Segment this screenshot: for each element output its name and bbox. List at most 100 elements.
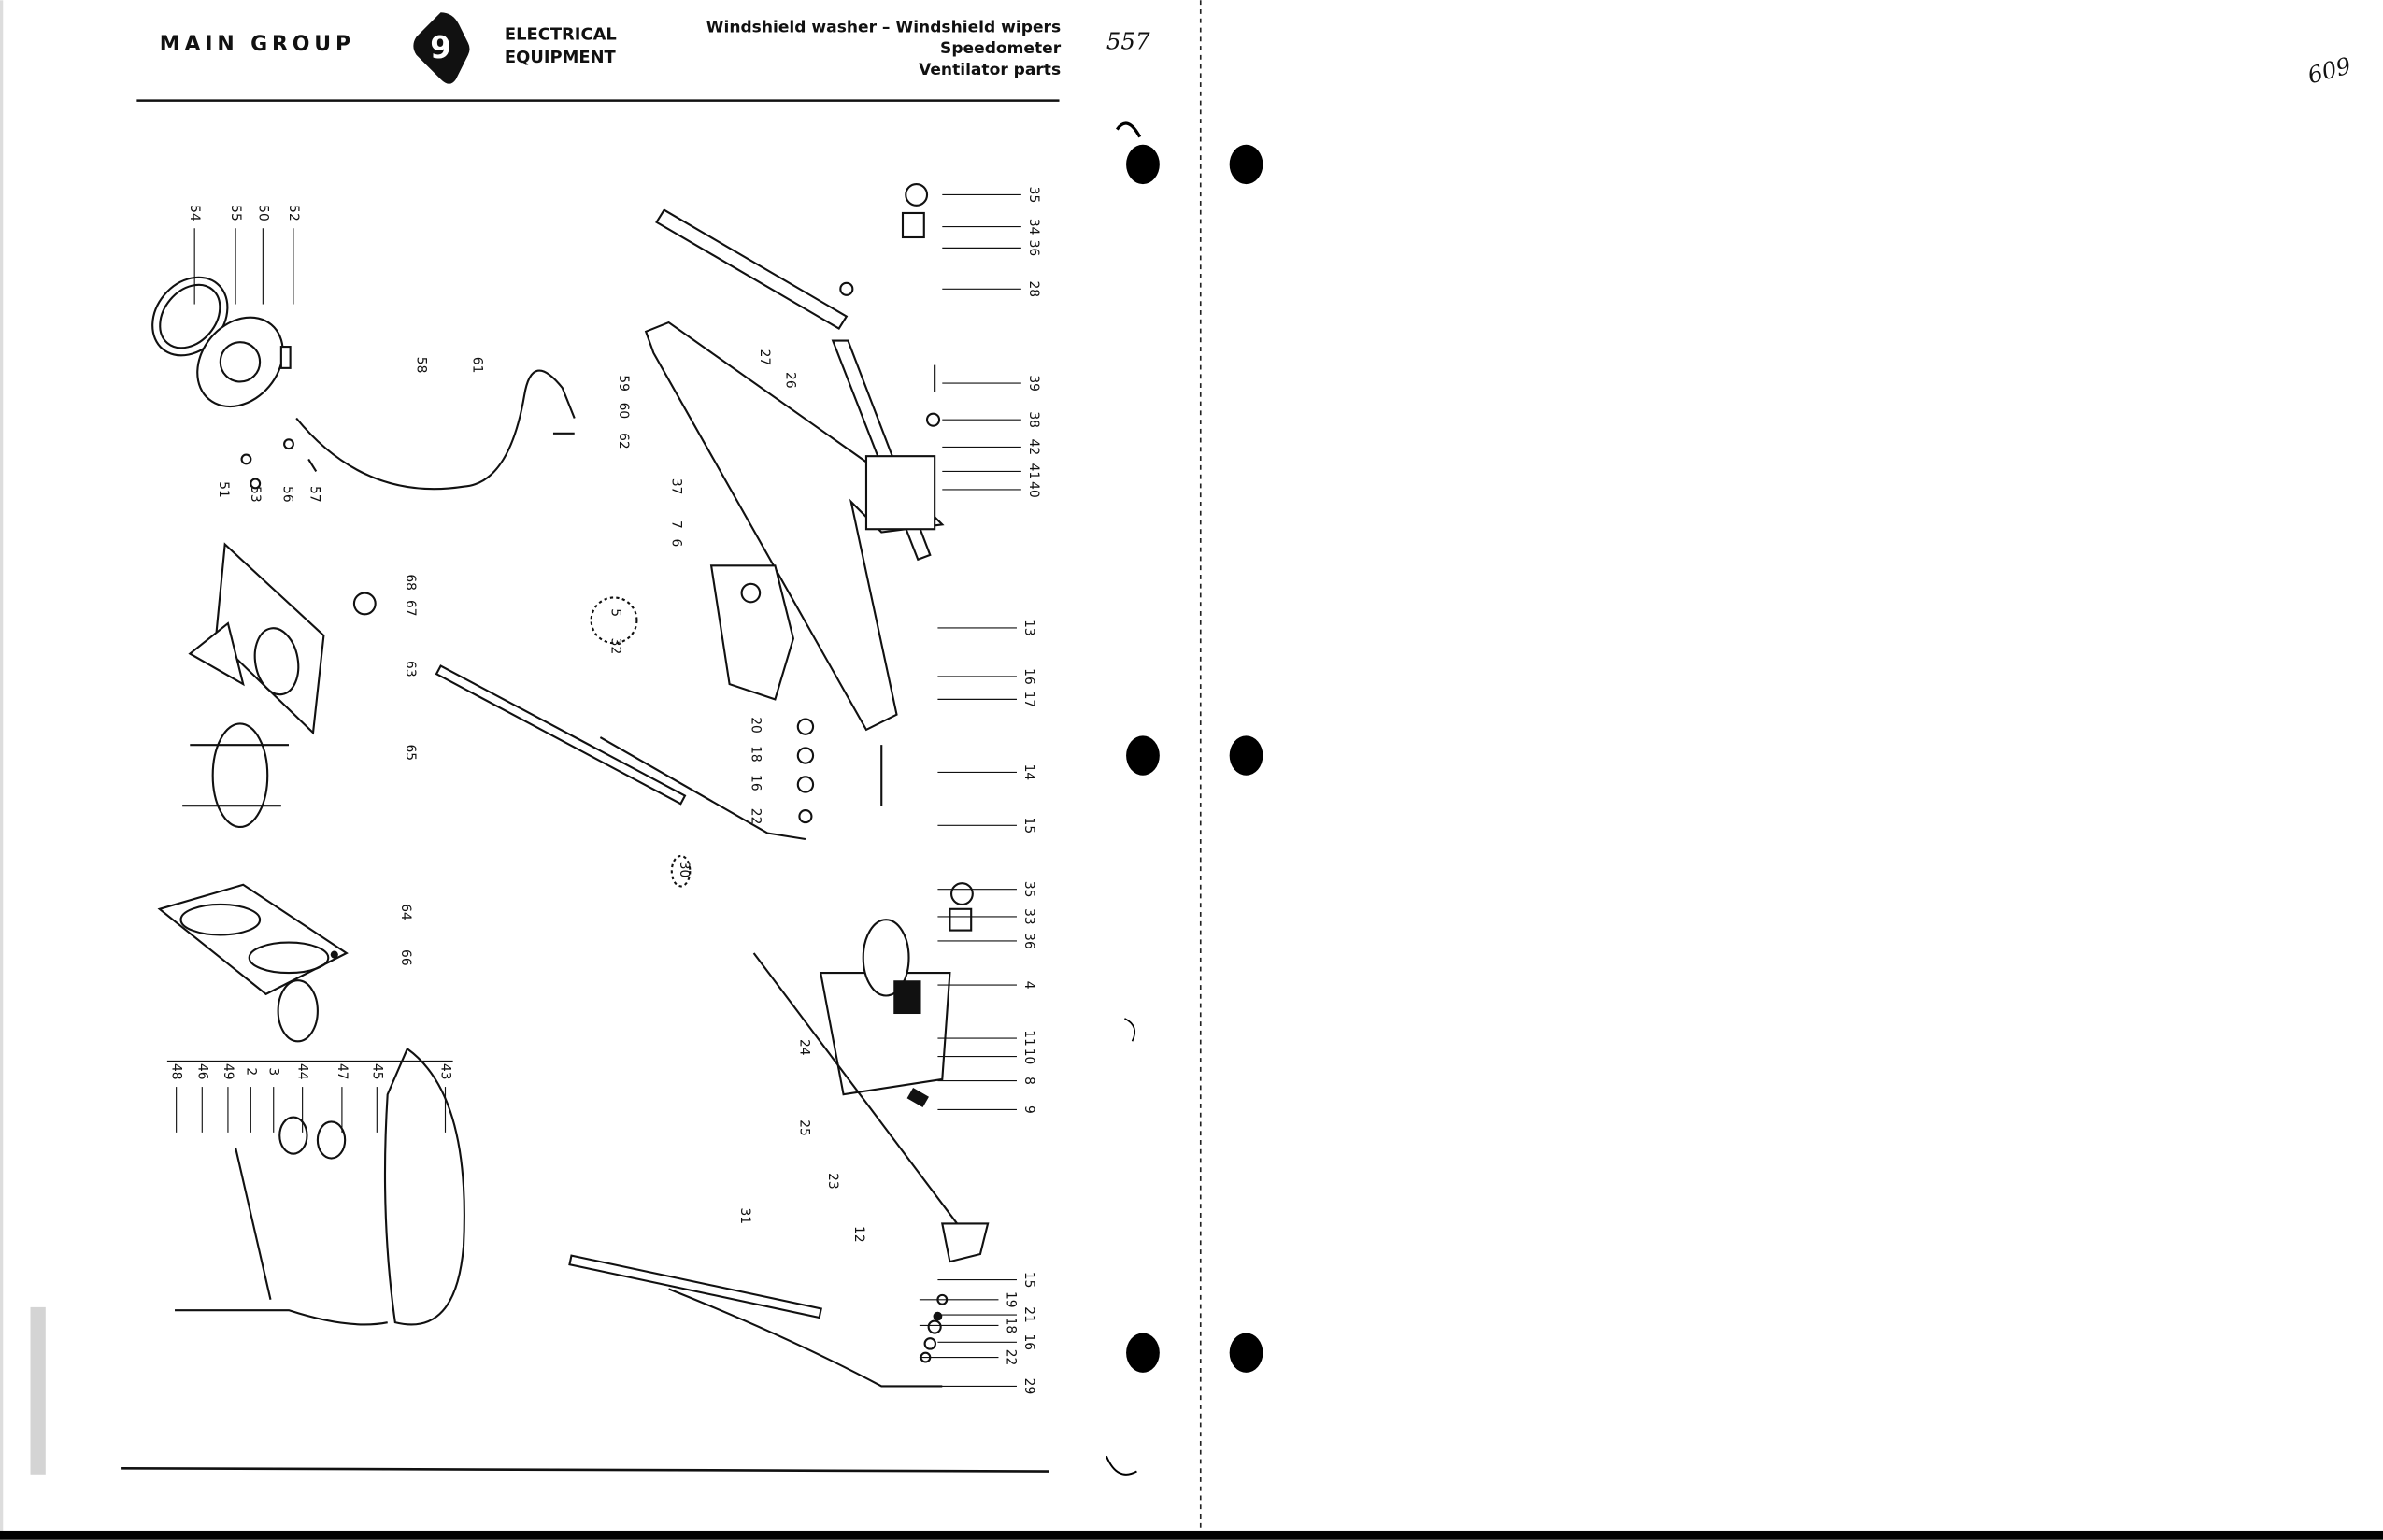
exploded-parts-diagram — [151, 183, 990, 1388]
callout-number: 52 — [286, 205, 301, 221]
wiper-blade-lower — [568, 1254, 822, 1319]
callout-number: 15 — [1021, 818, 1036, 834]
callout-number: 25 — [796, 1119, 811, 1136]
punch-hole — [1229, 144, 1263, 185]
punch-hole — [1126, 735, 1160, 776]
wiper-arm-upper — [599, 736, 806, 841]
punch-hole — [1229, 735, 1263, 776]
wiper-blade-upper — [435, 664, 687, 806]
callout-number: 47 — [335, 1063, 350, 1080]
callout-number: 55 — [228, 205, 243, 221]
callout-number: 18 — [748, 746, 763, 763]
callout-number: 13 — [1021, 620, 1036, 636]
callout-number: 67 — [403, 600, 418, 617]
callout-number: 16 — [1021, 1334, 1036, 1351]
wiper-rod — [752, 952, 962, 1229]
handwritten-page-number-left: 557 — [1106, 27, 1150, 54]
left-edge-noise — [0, 0, 46, 1540]
callout-number: 17 — [1021, 692, 1036, 708]
callout-number: 42 — [1026, 439, 1041, 456]
callout-number: 10 — [1021, 1048, 1036, 1065]
page-subtitle-line1: Windshield washer – Windshield wipers — [706, 18, 1061, 36]
ventilator-flap — [182, 722, 289, 829]
callout-number: 31 — [737, 1208, 752, 1225]
bottom-edge-bar — [0, 1530, 2383, 1540]
callout-number: 29 — [1021, 1378, 1036, 1395]
callout-number: 49 — [221, 1063, 235, 1080]
punch-holes — [1106, 121, 1263, 1476]
callout-number: 65 — [403, 745, 418, 762]
svg-text:9: 9 — [430, 30, 451, 65]
callout-number: 23 — [825, 1173, 840, 1190]
callout-number: 19 — [1003, 1291, 1018, 1308]
callout-number: 22 — [748, 808, 763, 825]
wiper-frame — [644, 208, 945, 732]
punch-hole — [1229, 1333, 1263, 1373]
callout-number: 63 — [403, 661, 418, 677]
headlight-frame — [157, 883, 349, 996]
callout-number: 37 — [669, 478, 684, 495]
callout-number: 22 — [1003, 1349, 1018, 1366]
callout-number: 30 — [677, 862, 692, 878]
callout-number: 64 — [398, 904, 413, 920]
callout-number: 14 — [1021, 764, 1036, 781]
callout-number: 7 — [669, 520, 684, 529]
callout-number: 41 — [1026, 463, 1041, 480]
callout-number: 8 — [1021, 1077, 1036, 1085]
callout-number: 40 — [1026, 481, 1041, 498]
callout-number: 61 — [470, 357, 485, 374]
callout-number: 56 — [279, 486, 294, 503]
callout-number: 27 — [757, 349, 772, 366]
callout-number: 50 — [255, 205, 270, 221]
washer-nozzle-stack — [796, 718, 883, 824]
callout-number: 32 — [608, 638, 623, 655]
callout-number: 36 — [1026, 240, 1041, 257]
windshield-washer-assembly — [166, 979, 465, 1326]
group-name-line1: ELECTRICAL — [505, 25, 617, 45]
callout-number: 46 — [194, 1063, 209, 1080]
callout-number: 38 — [1026, 411, 1041, 428]
callout-number: 54 — [187, 205, 202, 221]
callout-number: 57 — [307, 486, 322, 503]
group-number-badge: 9 — [413, 12, 470, 84]
wiper-motor-lower — [819, 919, 951, 1107]
punch-hole — [1126, 144, 1160, 185]
callout-number: 62 — [616, 433, 631, 449]
callout-number: 16 — [1021, 668, 1036, 685]
callout-number: 21 — [1021, 1306, 1036, 1323]
callout-number: 39 — [1026, 375, 1041, 392]
control-knobs — [839, 183, 974, 932]
callout-number: 5 — [608, 608, 623, 617]
callout-number: 4 — [1021, 981, 1036, 990]
callout-number: 26 — [783, 372, 798, 389]
punch-hole — [1126, 1333, 1160, 1373]
pivot-lower — [920, 1222, 990, 1363]
fresh-air-housing — [188, 542, 377, 735]
callout-number: 9 — [1021, 1105, 1036, 1114]
main-group-label: MAIN GROUP — [160, 33, 355, 56]
callout-number: 28 — [1026, 280, 1041, 297]
callout-number: 33 — [1021, 908, 1036, 925]
callout-number: 68 — [403, 574, 418, 591]
callout-number: 12 — [851, 1226, 866, 1243]
wiper-motor — [709, 564, 795, 701]
callout-number: 11 — [1021, 1030, 1036, 1047]
wiper-arm-lower — [668, 1288, 943, 1388]
callout-number: 59 — [616, 375, 631, 392]
callout-number: 20 — [748, 717, 763, 734]
callout-number: 51 — [216, 481, 231, 498]
page-subtitle-line3: Ventilator parts — [919, 61, 1061, 79]
page-subtitle-line2: Speedometer — [940, 39, 1062, 58]
callout-number: 36 — [1021, 933, 1036, 949]
callout-number: 3 — [266, 1067, 281, 1076]
callout-number: 18 — [1003, 1318, 1018, 1334]
callout-number: 60 — [616, 403, 631, 420]
footer-rule — [121, 1466, 1049, 1473]
callout-number: 44 — [295, 1063, 310, 1080]
callout-number: 48 — [169, 1063, 184, 1080]
callout-number: 45 — [369, 1063, 384, 1080]
callout-number: 66 — [398, 949, 413, 966]
speedometer-cable — [295, 369, 576, 491]
